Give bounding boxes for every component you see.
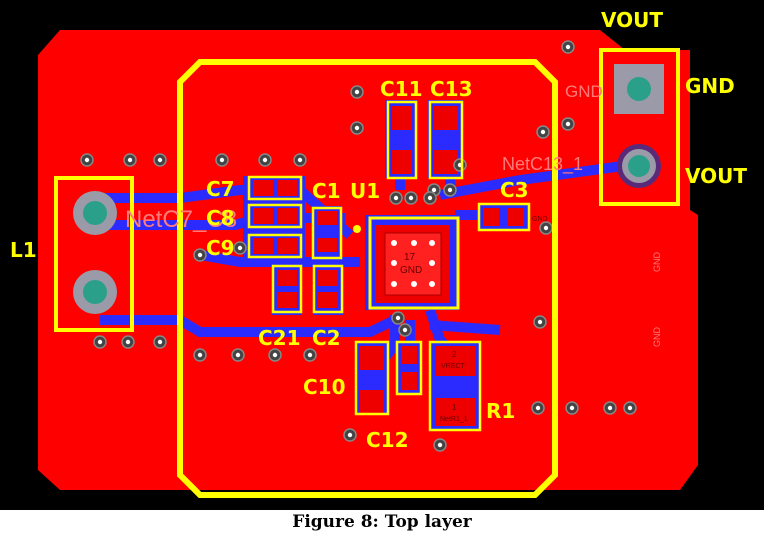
via-hole	[297, 157, 303, 163]
label-c8: C8	[206, 206, 235, 230]
r-pad-number-1: 1	[452, 403, 457, 412]
through-hole-pads	[73, 64, 664, 314]
via-hole	[262, 157, 268, 163]
smd-pads	[253, 106, 524, 426]
via-hole	[97, 339, 103, 345]
silkscreen-parts	[247, 100, 531, 432]
via-hole	[307, 352, 313, 358]
via-hole	[272, 352, 278, 358]
via-hole	[537, 319, 543, 325]
via-hole	[565, 44, 571, 50]
u1-pad-number: 17	[404, 252, 416, 263]
label-c11: C11	[380, 77, 423, 101]
label-c21: C21	[258, 326, 301, 350]
via-hole	[354, 125, 360, 131]
silkscreen-outlines	[54, 48, 680, 498]
net-label-c13: NetC13_1	[502, 154, 583, 175]
label-r1: R1	[486, 399, 515, 423]
c3-gnd-label: GND	[532, 216, 548, 223]
via-hole	[437, 442, 443, 448]
via-hole	[197, 352, 203, 358]
label-l1: L1	[10, 238, 37, 262]
via-hole	[543, 225, 549, 231]
via-hole	[157, 157, 163, 163]
via-hole	[402, 327, 408, 333]
label-c2: C2	[312, 326, 341, 350]
label-c12: C12	[366, 428, 409, 452]
net-label-c7-c8: NetC7_C8	[125, 206, 237, 233]
net-label-gnd-header: GND	[565, 82, 603, 101]
label-c13: C13	[430, 77, 473, 101]
label-c1: C1	[312, 179, 341, 203]
via-hole	[627, 405, 633, 411]
via-hole	[427, 195, 433, 201]
via-hole	[607, 405, 613, 411]
label-c10: C10	[303, 375, 346, 399]
via-hole	[395, 315, 401, 321]
pin1-marker	[353, 225, 361, 233]
via-hole	[408, 195, 414, 201]
label-c3: C3	[500, 178, 529, 202]
via-hole	[127, 157, 133, 163]
u1-pad-net: GND	[400, 265, 422, 276]
label-gnd: GND	[685, 74, 735, 98]
via-hole	[569, 405, 575, 411]
via-hole	[235, 352, 241, 358]
netr1-label: NetR1_1	[440, 416, 468, 423]
via-hole	[393, 195, 399, 201]
pcb-top-layer: NetC7_C8 NetC13_1 GND GND GND 17 GND 2 V…	[0, 0, 764, 510]
via-hole	[197, 252, 203, 258]
net-label-gnd-side-1: GND	[652, 252, 662, 273]
u1-vias	[391, 240, 435, 287]
label-u1: U1	[350, 179, 380, 203]
vrect-label: VRECT	[441, 363, 465, 370]
label-c9: C9	[206, 236, 235, 260]
vias	[80, 40, 637, 452]
via-hole	[125, 339, 131, 345]
net-label-gnd-side-2: GND	[652, 327, 662, 348]
via-hole	[354, 89, 360, 95]
via-hole	[447, 187, 453, 193]
label-c7: C7	[206, 177, 235, 201]
via-hole	[535, 405, 541, 411]
label-vout-right: VOUT	[685, 164, 747, 188]
via-hole	[84, 157, 90, 163]
figure-caption: Figure 8: Top layer	[292, 512, 472, 532]
via-hole	[157, 339, 163, 345]
u1-chip	[375, 225, 450, 303]
via-hole	[431, 187, 437, 193]
via-hole	[347, 432, 353, 438]
r-pad-number-2: 2	[452, 350, 457, 359]
via-hole	[565, 121, 571, 127]
via-hole	[237, 245, 243, 251]
via-hole	[219, 157, 225, 163]
via-hole	[540, 129, 546, 135]
label-vout-top: VOUT	[601, 8, 663, 32]
